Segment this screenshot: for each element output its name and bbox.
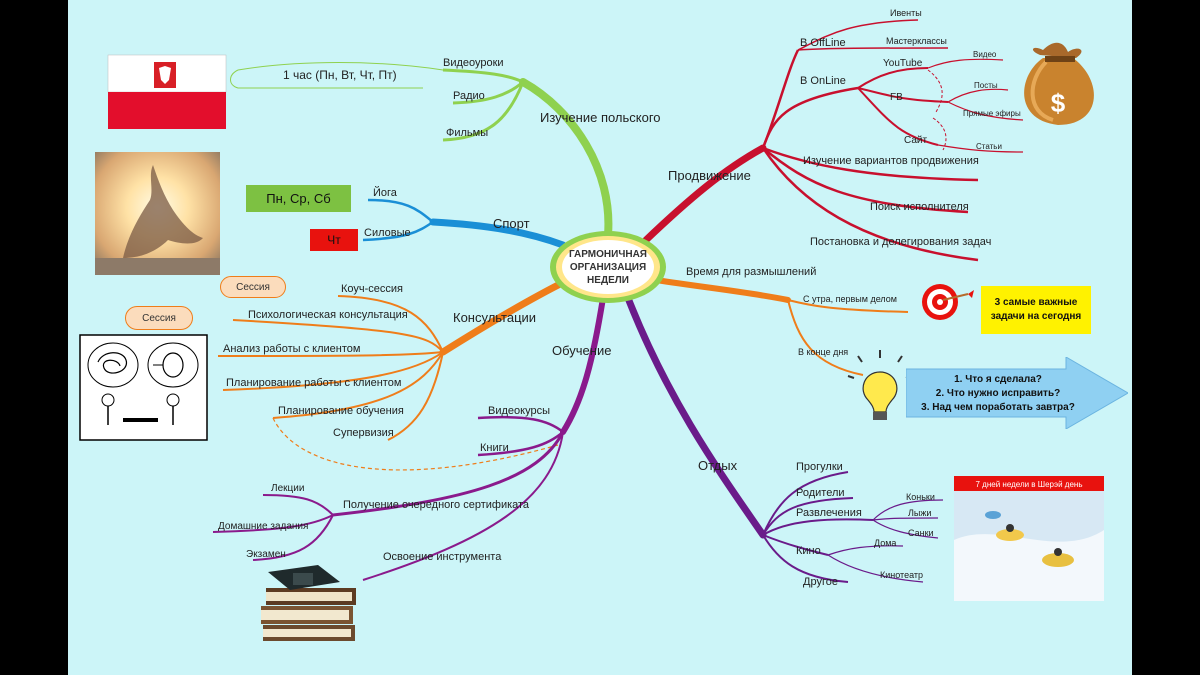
reflection-arrow: 1. Что я сделала? 2. Что нужно исправить… bbox=[906, 357, 1128, 429]
target-icon bbox=[922, 284, 974, 320]
node-parents: Родители bbox=[796, 487, 845, 499]
node-lectures: Лекции bbox=[271, 483, 304, 494]
node-fb: FB bbox=[890, 92, 903, 103]
svg-text:$: $ bbox=[1051, 88, 1066, 118]
node-films: Фильмы bbox=[446, 127, 488, 139]
top-tasks-box: 3 самые важные задачи на сегодня bbox=[981, 286, 1091, 334]
branch-promo bbox=[642, 144, 767, 244]
node-sleds: Санки bbox=[908, 528, 934, 538]
books-stack-image bbox=[261, 565, 356, 641]
yoga-days-box: Пн, Ср, Сб bbox=[246, 185, 351, 212]
node-coach-session: Коуч-сессия bbox=[341, 283, 403, 295]
node-skates: Коньки bbox=[906, 492, 935, 502]
node-polish-schedule: 1 час (Пн, Вт, Чт, Пт) bbox=[283, 68, 397, 82]
node-supervision: Супервизия bbox=[333, 427, 394, 439]
winter-banner-text: 7 дней недели в Шерэй день bbox=[976, 480, 1083, 489]
branch-title-think: Время для размышлений bbox=[686, 266, 816, 278]
node-morning: С утра, первым делом bbox=[803, 294, 897, 304]
node-fun: Развлечения bbox=[796, 507, 862, 519]
winter-fun-photo: 7 дней недели в Шерэй день bbox=[954, 476, 1104, 601]
node-articles: Статьи bbox=[976, 142, 1002, 151]
node-psych-consult: Психологическая консультация bbox=[248, 309, 408, 321]
session-label-2: Сессия bbox=[142, 312, 176, 324]
node-strength: Силовые bbox=[364, 227, 411, 239]
branch-consult bbox=[439, 276, 572, 356]
node-theater: Кинотеатр bbox=[880, 570, 923, 580]
session-label-1: Сессия bbox=[236, 281, 270, 293]
center-title-line1: ГАРМОНИЧНАЯ bbox=[569, 249, 647, 260]
node-certificate: Получение очередного сертификата bbox=[343, 499, 530, 511]
node-homework: Домашние задания bbox=[218, 521, 308, 532]
session-box-1: Сессия bbox=[220, 276, 286, 298]
question-3: 3. Над чем поработать завтра? bbox=[921, 402, 1075, 413]
node-books: Книги bbox=[480, 442, 509, 454]
branch-rest bbox=[624, 294, 767, 539]
top-tasks-line2: задачи на сегодня bbox=[990, 311, 1082, 322]
mind-map-svg: ГАРМОНИЧНАЯ ОРГАНИЗАЦИЯ НЕДЕЛИ Изучение … bbox=[79, 8, 1104, 641]
node-client-planning: Планирование работы с клиентом bbox=[226, 377, 401, 389]
node-posts: Посты bbox=[974, 81, 998, 90]
node-youtube: YouTube bbox=[883, 58, 923, 69]
session-box-2: Сессия bbox=[125, 306, 193, 330]
branch-title-consult: Консультации bbox=[453, 310, 536, 325]
branch-title-promo: Продвижение bbox=[668, 168, 751, 183]
strength-days-label: Чт bbox=[327, 233, 341, 247]
center-node: ГАРМОНИЧНАЯ ОРГАНИЗАЦИЯ НЕДЕЛИ bbox=[550, 231, 666, 303]
poland-flag-image bbox=[107, 54, 227, 129]
branch-title-polish: Изучение польского bbox=[540, 110, 661, 125]
node-delegate: Постановка и делегирования задач bbox=[810, 236, 991, 248]
node-online: В OnLine bbox=[800, 75, 846, 87]
yoga-photo-image bbox=[95, 152, 220, 275]
branch-think bbox=[653, 277, 791, 303]
node-events: Ивенты bbox=[890, 8, 922, 18]
lightbulb-icon bbox=[847, 350, 913, 420]
node-video: Видео bbox=[973, 50, 997, 59]
node-skis: Лыжи bbox=[908, 508, 931, 518]
branch-title-sport: Спорт bbox=[493, 216, 530, 231]
center-title-line3: НЕДЕЛИ bbox=[587, 275, 629, 286]
node-client-analysis: Анализ работы с клиентом bbox=[223, 343, 360, 355]
node-offline: В OffLine bbox=[800, 37, 846, 49]
consultation-illustration bbox=[79, 334, 208, 441]
node-home: Дома bbox=[874, 538, 896, 548]
node-yoga: Йога bbox=[373, 186, 398, 199]
node-radio: Радио bbox=[453, 90, 485, 102]
center-title-line2: ОРГАНИЗАЦИЯ bbox=[570, 262, 646, 273]
node-study-planning: Планирование обучения bbox=[278, 405, 404, 417]
question-2: 2. Что нужно исправить? bbox=[935, 388, 1061, 399]
money-bag-image: $ bbox=[1024, 42, 1094, 125]
node-exam: Экзамен bbox=[246, 549, 286, 560]
node-find-exec: Поиск исполнителя bbox=[870, 201, 969, 213]
branch-title-rest: Отдых bbox=[698, 458, 738, 473]
node-live: Прямые эфиры bbox=[963, 109, 1021, 118]
question-1: 1. Что я сделала? bbox=[954, 374, 1042, 385]
node-masterclass: Мастерклассы bbox=[886, 36, 947, 46]
node-study-ways: Изучение вариантов продвижения bbox=[803, 155, 979, 167]
node-video-courses: Видеокурсы bbox=[488, 405, 550, 417]
branch-study bbox=[560, 295, 606, 435]
node-video-lessons: Видеоуроки bbox=[443, 57, 504, 69]
node-walks: Прогулки bbox=[796, 461, 843, 473]
strength-days-box: Чт bbox=[310, 229, 358, 251]
branch-polish bbox=[519, 78, 613, 239]
branch-sport bbox=[429, 218, 567, 249]
node-evening: В конце дня bbox=[798, 347, 848, 357]
node-cinema: Кино bbox=[796, 545, 821, 557]
node-site: Сайт bbox=[904, 135, 927, 146]
top-tasks-line1: 3 самые важные bbox=[994, 297, 1078, 308]
yoga-days-label: Пн, Ср, Сб bbox=[266, 191, 331, 206]
node-other: Другое bbox=[803, 576, 838, 588]
node-tool-mastery: Освоение инструмента bbox=[383, 551, 502, 563]
branch-title-study: Обучение bbox=[552, 343, 611, 358]
mind-map-canvas: ГАРМОНИЧНАЯ ОРГАНИЗАЦИЯ НЕДЕЛИ Изучение … bbox=[68, 0, 1132, 675]
